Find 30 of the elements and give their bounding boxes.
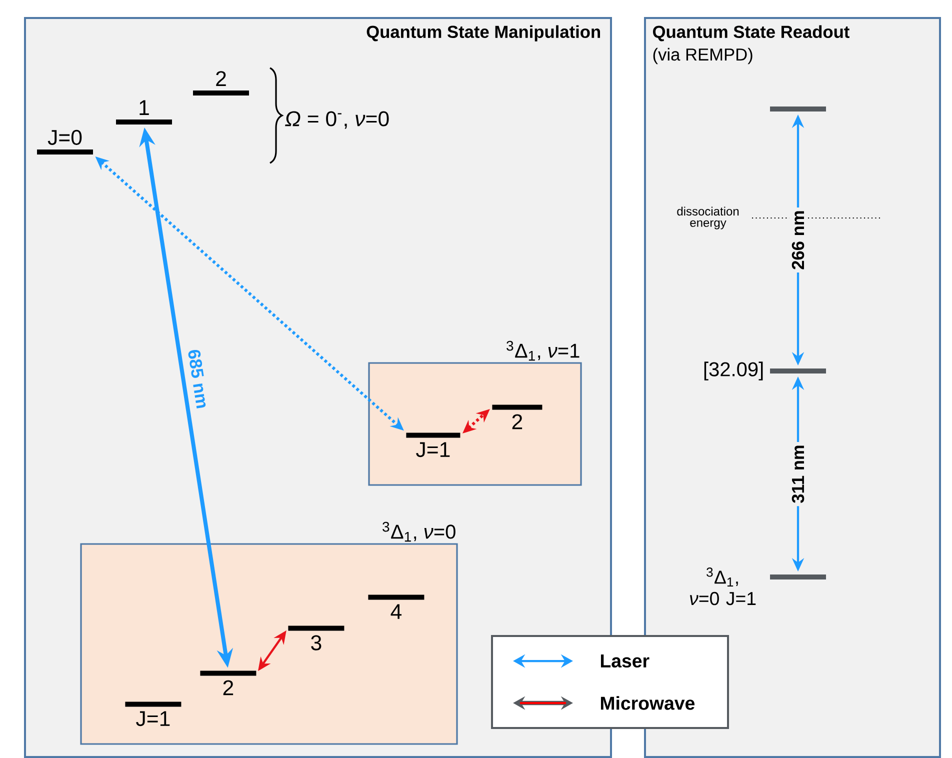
- line-label: dissociation energy: [677, 206, 739, 230]
- node-label: 3: [311, 635, 322, 650]
- node-label: J=0: [48, 130, 82, 145]
- edge-label: 685 nm: [188, 350, 206, 408]
- node-label: J=1: [136, 711, 170, 726]
- edge-label: 311 nm: [789, 442, 807, 506]
- node-label: J=1: [416, 442, 450, 458]
- node-label: 1: [140, 100, 149, 115]
- edge-label: 266 nm: [789, 207, 807, 273]
- node-label: 2: [512, 414, 522, 430]
- node-label: $^{3}$Δ$_{1}$, ν=0 J=1: [690, 568, 756, 606]
- state-label: Ω = 0$^{-}$, ν=0: [285, 111, 389, 129]
- energy-level: [32.09]: [704, 362, 826, 380]
- node-label: 2: [216, 71, 226, 86]
- energy-level: 2: [193, 71, 249, 96]
- energy-level: J=1: [125, 702, 182, 726]
- node-label: $^{3}$Δ$_{1}$, ν=1: [506, 340, 580, 361]
- node-label: [32.09]: [704, 362, 763, 380]
- node-label: 4: [390, 604, 402, 619]
- energy-level: J=1: [406, 432, 460, 458]
- node-label: $^{3}$Δ$_{1}$, ν=0: [382, 522, 456, 542]
- energy-level: 2: [492, 404, 542, 430]
- energy-level: 4: [368, 594, 424, 619]
- node-label: 2: [223, 680, 234, 696]
- energy-level: 1: [116, 100, 172, 124]
- energy-level: $^{3}$Δ$_{1}$, ν=0 J=1: [690, 568, 826, 606]
- energy-level: 2: [200, 670, 256, 696]
- energy-level: [770, 106, 826, 112]
- energy-level: 3: [288, 626, 344, 650]
- energy-level: J=0: [37, 130, 93, 154]
